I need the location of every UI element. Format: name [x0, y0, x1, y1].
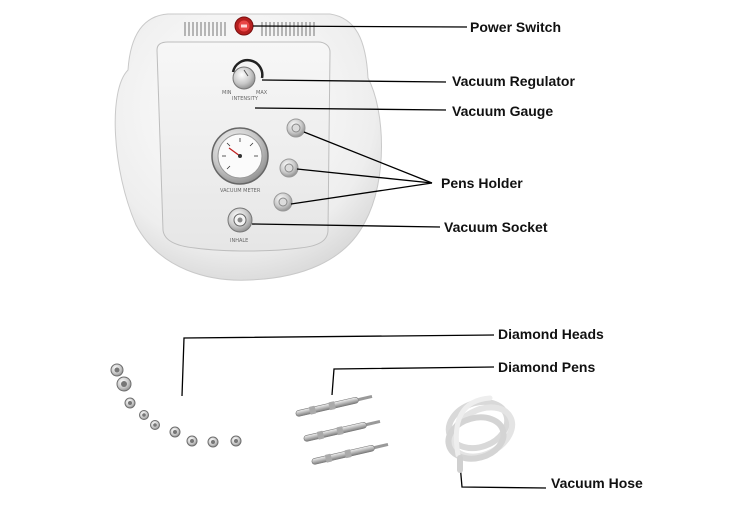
label-power-switch: Power Switch — [470, 19, 562, 35]
label-vacuum-regulator: Vacuum Regulator — [452, 73, 575, 89]
label-vacuum-socket: Vacuum Socket — [444, 219, 548, 235]
diamond-heads — [110, 363, 242, 448]
diamond-pens — [295, 394, 389, 465]
leader-lines — [181, 25, 547, 489]
leader-vacuum-socket — [251, 223, 441, 228]
diamond-head — [124, 397, 136, 409]
label-diamond-pens: Diamond Pens — [498, 359, 596, 375]
vacuum-gauge — [211, 127, 269, 185]
leader-diamond-heads — [181, 334, 495, 397]
diamond-head — [110, 363, 124, 377]
knob-min-text: MIN — [222, 90, 232, 96]
diamond-pen — [311, 442, 389, 465]
diamond-head — [116, 376, 132, 392]
diamond-head — [207, 436, 219, 448]
vacuum-hose — [445, 395, 516, 473]
leader-vacuum-hose — [459, 463, 547, 489]
diamond-head — [139, 410, 149, 420]
diamond-pen — [295, 394, 373, 417]
diamond-head — [230, 435, 242, 447]
leader-power-switch — [252, 25, 468, 28]
label-pens-holder: Pens Holder — [441, 175, 523, 191]
pen-holder-2[interactable] — [279, 158, 299, 178]
diamond-head — [186, 435, 198, 447]
diamond-pen — [303, 419, 381, 442]
leader-pens-holder-1 — [303, 131, 433, 184]
leader-pens-holder-2 — [296, 168, 433, 184]
vacuum-regulator-knob[interactable] — [231, 59, 264, 90]
leader-vacuum-regulator — [261, 79, 447, 83]
pen-holder-1[interactable] — [286, 118, 306, 138]
label-vacuum-gauge: Vacuum Gauge — [452, 103, 554, 119]
label-diamond-heads: Diamond Heads — [498, 326, 604, 342]
knob-caption-text: INTENSITY — [232, 96, 259, 102]
gauge-caption-text: VACUUM METER — [220, 188, 261, 194]
leader-vacuum-gauge — [254, 107, 447, 111]
leader-diamond-pens — [331, 366, 495, 396]
leader-pens-holder-3 — [290, 182, 433, 205]
label-vacuum-hose: Vacuum Hose — [551, 475, 643, 491]
pen-holder-3[interactable] — [273, 192, 293, 212]
vacuum-socket[interactable] — [227, 207, 253, 233]
diamond-head — [169, 426, 181, 438]
knob-max-text: MAX — [256, 90, 268, 96]
vent-grille — [184, 22, 315, 36]
diamond-head — [150, 420, 160, 430]
socket-caption-text: INHALE — [230, 238, 248, 244]
power-switch[interactable] — [234, 16, 254, 36]
